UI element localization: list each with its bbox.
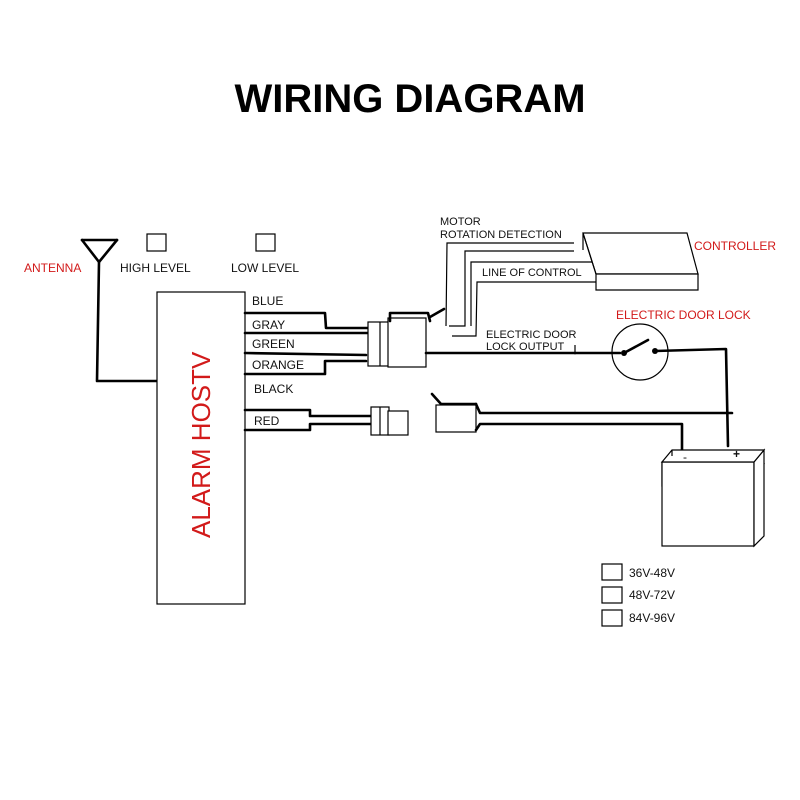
power-connector [370,392,734,457]
alarm-host-box [156,291,246,605]
wire-label-orange: ORANGE [252,358,304,372]
lock-output-label-line1: ELECTRIC DOOR [486,329,577,341]
motor-label-line2: ROTATION DETECTION [440,229,562,241]
high-level-checkbox[interactable] [146,233,167,252]
voltage-option-3-checkbox[interactable] [601,609,623,627]
alarm-host-label: ALARM HOSTV [186,351,216,538]
line-of-control-label: LINE OF CONTROL [482,267,582,279]
high-level-label: HIGH LEVEL [120,261,191,275]
wire-black [243,408,373,418]
antenna-icon [80,238,160,383]
voltage-option-2-label: 48V-72V [629,588,675,602]
door-lock-label: ELECTRIC DOOR LOCK [616,308,751,322]
battery-plus-label: + [733,447,740,461]
wire-label-blue: BLUE [252,294,283,308]
signal-connector [367,307,577,368]
wire-label-black: BLACK [254,382,293,396]
wire-label-red: RED [254,414,280,428]
voltage-option-3-label: 84V-96V [629,611,675,625]
battery-minus-label: - [683,450,687,464]
door-lock-switch-icon [573,323,730,448]
lock-output-label-line2: LOCK OUTPUT [486,341,565,353]
voltage-option-1-label: 36V-48V [629,566,675,580]
battery-box [660,448,766,548]
diagram-title: WIRING DIAGRAM [234,77,585,121]
low-level-label: LOW LEVEL [231,261,299,275]
wire-label-green: GREEN [252,337,295,351]
low-level-checkbox[interactable] [255,233,276,252]
wire-gray [243,311,370,330]
controller-box [582,232,699,291]
wire-green [243,351,368,357]
wire-label-gray: GRAY [252,318,285,332]
antenna-label: ANTENNA [24,261,81,275]
voltage-option-2-checkbox[interactable] [601,586,623,604]
voltage-option-1-checkbox[interactable] [601,563,623,581]
wire-red [243,422,373,432]
controller-label: CONTROLLER [694,239,776,253]
wire-orange [243,359,368,376]
motor-label-line1: MOTOR [440,216,481,228]
